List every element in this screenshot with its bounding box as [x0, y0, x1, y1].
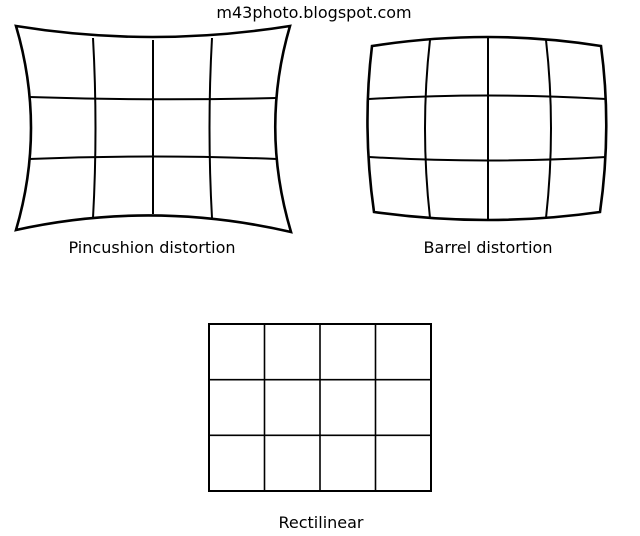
barrel-vline-1 — [424, 39, 431, 219]
rectilinear-grid — [208, 323, 432, 492]
pincushion-label: Pincushion distortion — [68, 238, 236, 257]
barrel-frame — [366, 35, 608, 222]
pincushion-grid — [14, 24, 293, 234]
barrel-vline-3 — [545, 39, 552, 219]
rectilinear-label: Rectilinear — [278, 513, 364, 532]
barrel-grid — [366, 35, 608, 222]
pincushion-vline-3 — [208, 37, 213, 219]
pincushion-hline-1 — [28, 96, 277, 101]
pincushion-frame — [14, 24, 293, 234]
pincushion-hline-2 — [28, 155, 278, 160]
barrel-label: Barrel distortion — [423, 238, 553, 257]
barrel-hline-2 — [368, 156, 607, 162]
barrel-hline-1 — [368, 94, 607, 100]
pincushion-vline-1 — [92, 37, 97, 219]
watermark-text: m43photo.blogspot.com — [216, 3, 412, 22]
